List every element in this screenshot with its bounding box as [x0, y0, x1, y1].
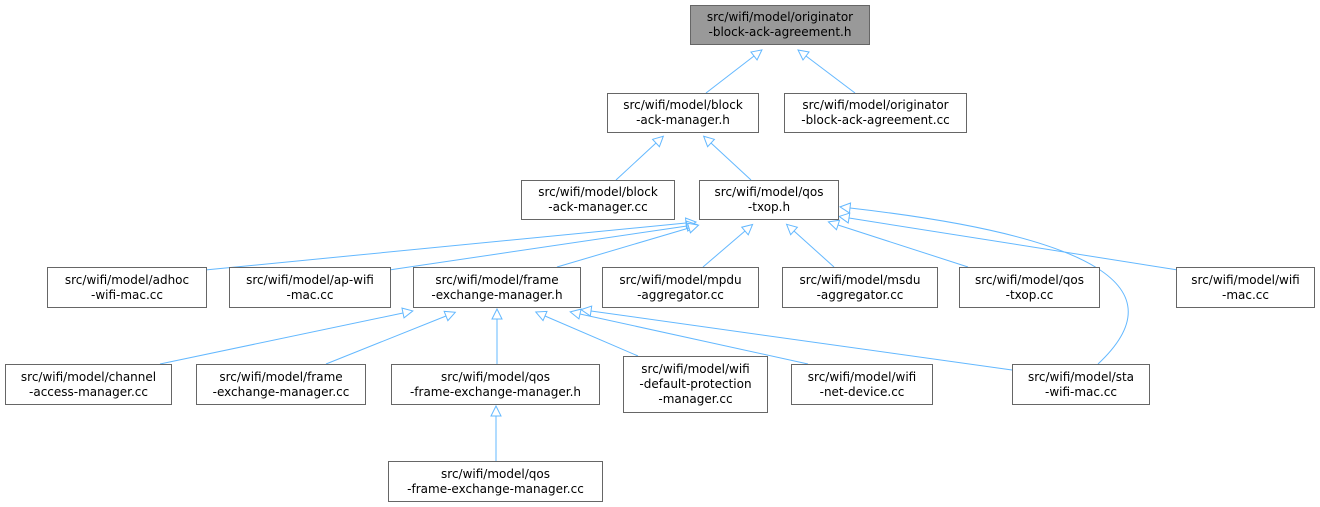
node-channel-access-manager-cc[interactable]: src/wifi/model/channel -access-manager.c… — [5, 364, 172, 405]
arrowhead-n18-n14 — [490, 404, 502, 417]
arrowhead-n1-n0 — [750, 49, 763, 61]
node-line: -wifi-mac.cc — [90, 287, 164, 302]
node-line: src/wifi/model/originator — [706, 10, 854, 24]
arrowhead-n15-n7 — [534, 310, 548, 322]
node-line: src/wifi/model/msdu — [799, 272, 921, 287]
node-line: -ack-manager.cc — [548, 200, 648, 214]
node-line: -mac.cc — [1222, 287, 1269, 302]
node-line: -block-ack-agreement.h — [708, 25, 852, 39]
arrowhead-n3-n1 — [651, 135, 665, 148]
arrowhead-n17-n7 — [579, 305, 593, 317]
node-qos-txop-h[interactable]: src/wifi/model/qos -txop.h — [699, 180, 839, 220]
edge-n16-n7 — [579, 313, 809, 365]
node-line: src/wifi/model/channel — [20, 369, 157, 384]
node-line: -aggregator.cc — [816, 287, 904, 302]
edge-n17-n7 — [590, 310, 1013, 371]
node-qos-frame-exchange-manager-cc[interactable]: src/wifi/model/qos -frame-exchange-manag… — [388, 461, 603, 502]
arrowhead-n9-n4 — [785, 223, 799, 236]
node-line: src/wifi/model/mpdu — [619, 272, 742, 287]
node-wifi-default-protection-manager-cc[interactable]: src/wifi/model/wifi -default-protection … — [623, 356, 768, 413]
node-msdu-aggregator-cc[interactable]: src/wifi/model/msdu -aggregator.cc — [782, 267, 938, 308]
arrowhead-n7-n4 — [686, 222, 700, 234]
node-originator-block-ack-agreement-cc[interactable]: src/wifi/model/originator -block-ack-agr… — [784, 93, 967, 133]
node-line: -frame-exchange-manager.cc — [407, 481, 584, 496]
node-line: src/wifi/model/qos — [714, 185, 824, 199]
node-line: src/wifi/model/wifi — [641, 362, 750, 376]
edge-n10-n4 — [837, 224, 969, 268]
node-line: -manager.cc — [658, 392, 733, 406]
node-block-ack-manager-h[interactable]: src/wifi/model/block -ack-manager.h — [607, 93, 759, 133]
arrowhead-n12-n7 — [401, 307, 414, 319]
node-line: src/wifi/model/block — [623, 98, 743, 112]
edge-n9-n4 — [793, 230, 835, 268]
edge-n4-n1 — [710, 142, 752, 181]
arrowhead-n4-n1 — [702, 135, 716, 148]
arrowhead-n8-n4 — [740, 223, 754, 236]
node-frame-exchange-manager-cc[interactable]: src/wifi/model/frame -exchange-manager.c… — [196, 364, 366, 405]
node-wifi-mac-cc[interactable]: src/wifi/model/wifi -mac.cc — [1176, 267, 1315, 308]
node-line: src/wifi/model/sta — [1027, 369, 1135, 384]
node-block-ack-manager-cc[interactable]: src/wifi/model/block -ack-manager.cc — [521, 180, 675, 220]
arrowhead-n14-n7 — [491, 307, 503, 320]
edge-n11-n4 — [848, 217, 1179, 271]
node-line: -ack-manager.h — [636, 113, 730, 127]
node-line: -access-manager.cc — [29, 384, 148, 399]
edge-n3-n1 — [615, 142, 657, 181]
node-line: -exchange-manager.h — [431, 287, 563, 302]
node-line: -net-device.cc — [819, 384, 905, 399]
node-line: src/wifi/model/frame — [435, 272, 559, 287]
node-line: src/wifi/model/ap-wifi — [246, 272, 374, 287]
edge-n13-n7 — [325, 315, 447, 365]
edge-n5-n4 — [204, 222, 687, 271]
node-line: -mac.cc — [286, 287, 334, 302]
edge-n8-n4 — [702, 230, 746, 268]
node-frame-exchange-manager-h[interactable]: src/wifi/model/frame -exchange-manager.h — [413, 267, 581, 308]
arrowhead-n11-n4 — [838, 212, 851, 224]
arrowhead-n10-n4 — [827, 219, 841, 231]
node-sta-wifi-mac-cc[interactable]: src/wifi/model/sta -wifi-mac.cc — [1012, 364, 1150, 405]
node-line: -wifi-mac.cc — [1044, 384, 1118, 399]
node-line: -frame-exchange-manager.h — [409, 384, 582, 399]
edge-n2-n0 — [805, 55, 856, 94]
node-line: -default-protection — [639, 377, 752, 391]
node-line: src/wifi/model/qos — [441, 369, 550, 384]
node-line: -aggregator.cc — [637, 287, 724, 302]
arrowhead-n13-n7 — [443, 310, 457, 322]
node-line: -block-ack-agreement.cc — [801, 113, 950, 127]
node-line: src/wifi/model/block — [538, 185, 658, 199]
node-adhoc-wifi-mac-cc[interactable]: src/wifi/model/adhoc -wifi-mac.cc — [47, 267, 207, 308]
node-line: -txop.cc — [1005, 287, 1054, 302]
node-wifi-net-device-cc[interactable]: src/wifi/model/wifi -net-device.cc — [791, 364, 933, 405]
edge-n6-n4 — [388, 225, 688, 271]
node-line: src/wifi/model/qos — [975, 272, 1084, 287]
node-line: src/wifi/model/wifi — [807, 369, 917, 384]
edge-n7-n4 — [556, 227, 690, 268]
node-qos-frame-exchange-manager-h[interactable]: src/wifi/model/qos -frame-exchange-manag… — [391, 364, 600, 405]
node-line: src/wifi/model/wifi — [1191, 272, 1300, 287]
node-qos-txop-cc[interactable]: src/wifi/model/qos -txop.cc — [959, 267, 1100, 308]
node-originator-block-ack-agreement-h[interactable]: src/wifi/model/originator -block-ack-agr… — [690, 5, 870, 45]
arrowhead-n17-n4 — [838, 202, 852, 214]
arrowhead-n16-n7 — [569, 308, 582, 320]
arrowhead-n2-n0 — [797, 49, 810, 61]
edge-n12-n7 — [159, 312, 404, 365]
node-line: src/wifi/model/adhoc — [64, 272, 190, 287]
node-line: src/wifi/model/originator — [802, 98, 949, 112]
node-line: src/wifi/model/frame — [219, 369, 343, 384]
node-line: src/wifi/model/qos — [441, 466, 550, 481]
node-line: -txop.h — [747, 200, 791, 214]
node-line: -exchange-manager.cc — [212, 384, 350, 399]
node-mpdu-aggregator-cc[interactable]: src/wifi/model/mpdu -aggregator.cc — [602, 267, 759, 308]
edge-n1-n0 — [705, 55, 755, 94]
node-ap-wifi-mac-cc[interactable]: src/wifi/model/ap-wifi -mac.cc — [229, 267, 391, 308]
edge-n15-n7 — [544, 315, 639, 357]
